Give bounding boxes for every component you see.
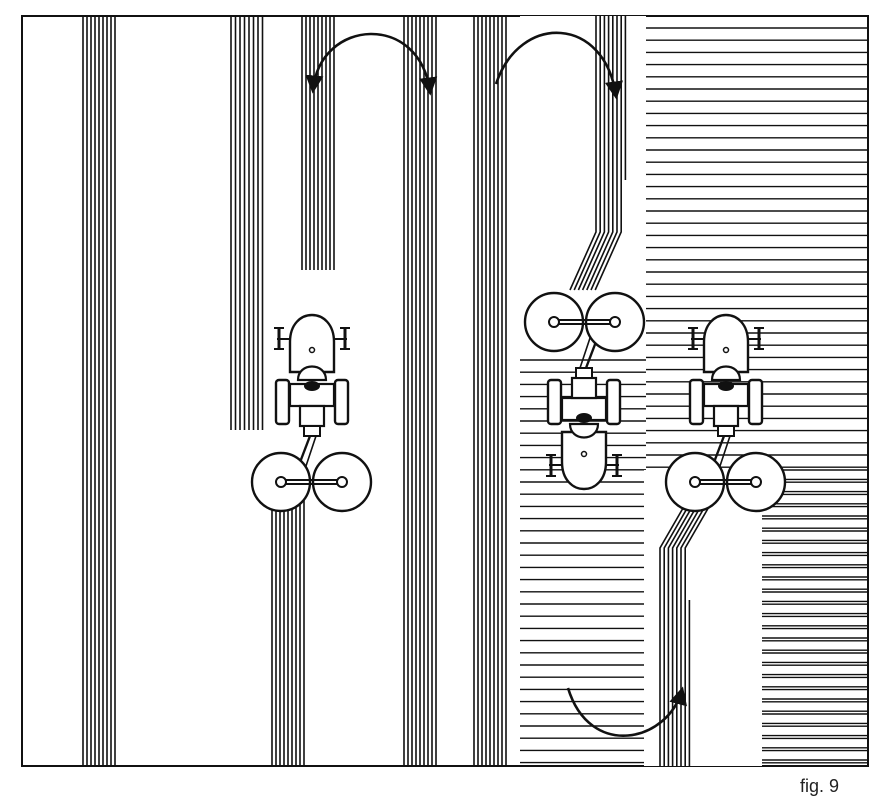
curved-furrows: [569, 180, 716, 600]
furrow-bands: [82, 16, 691, 766]
hatched-ground: [520, 27, 868, 764]
figure-caption: fig. 9: [800, 776, 840, 796]
u-turn-arrow-icon: [566, 686, 687, 737]
u-turn-arrow-icon: [494, 31, 624, 100]
u-turn-arrow-icon: [305, 32, 438, 96]
